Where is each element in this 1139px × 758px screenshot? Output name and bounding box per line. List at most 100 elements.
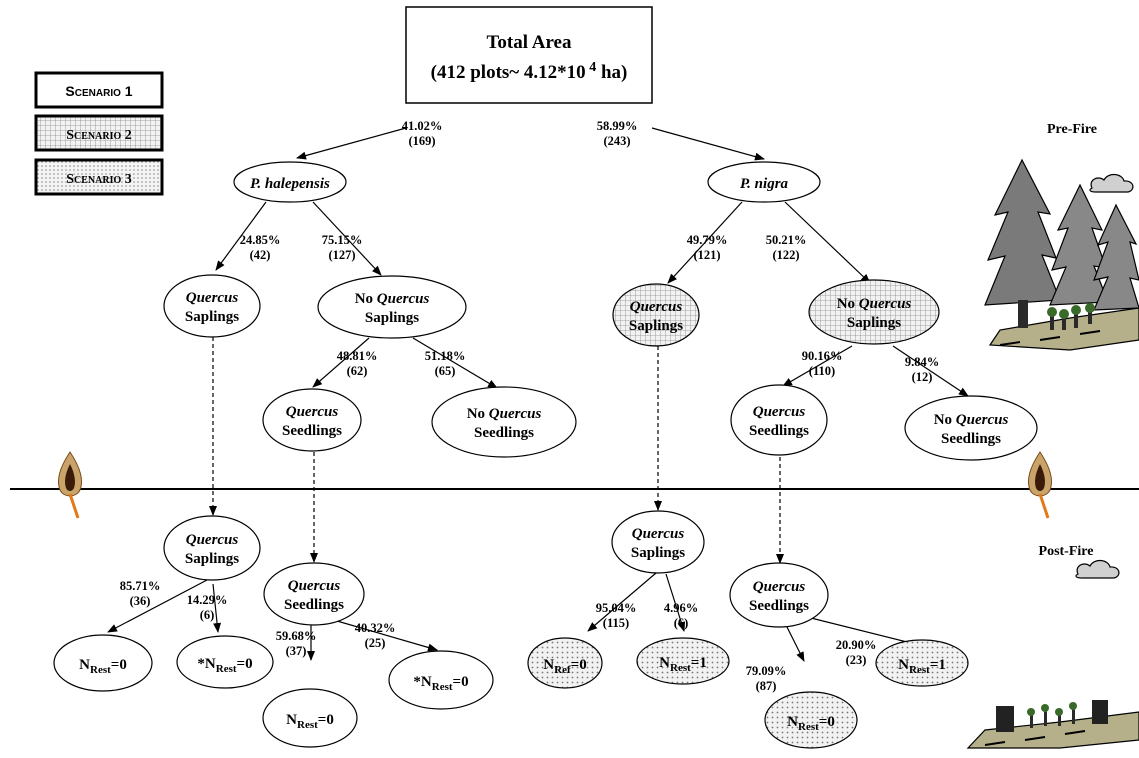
edge-count: (36)	[130, 594, 151, 608]
post-fire-label: Post-Fire	[1039, 544, 1094, 559]
legend-label: Scenario 3	[66, 172, 132, 187]
node-label: No Quercus	[355, 291, 430, 307]
edge-pct: 90.16%	[802, 349, 843, 363]
node-label: Quercus	[753, 404, 806, 420]
edge-pct: 4.96%	[664, 601, 698, 615]
node-label: No Quercus	[837, 296, 912, 312]
edge-count: (25)	[365, 636, 386, 650]
edge-labels: 41.02% (169) 58.99% (243) 24.85% (42) 75…	[120, 119, 940, 693]
edge-count: (42)	[250, 248, 271, 262]
edge-count: (65)	[435, 364, 456, 378]
leaf-label: *NRest=0	[413, 674, 468, 693]
edge-count: (110)	[809, 364, 835, 378]
post-fire-ground-icon	[966, 700, 1139, 749]
node-label: No Quercus	[467, 406, 542, 422]
node-label: Quercus	[632, 526, 685, 542]
node-label: Seedlings	[284, 597, 344, 613]
node-ph-no-quercus-seedlings: No Quercus Seedlings	[431, 386, 577, 458]
node-label: Seedlings	[282, 423, 342, 439]
node-label: Seedlings	[749, 598, 809, 614]
node-label: Seedlings	[749, 423, 809, 439]
edge-count: (115)	[603, 616, 629, 630]
edge-pct: 40.32%	[355, 621, 396, 635]
edge-count: (243)	[603, 134, 630, 148]
edge-pct: 49.79%	[687, 233, 728, 247]
node-label: Seedlings	[474, 425, 534, 441]
node-p-nigra: P. nigra	[707, 161, 821, 203]
node-post-pn-quercus-saplings: Quercus Saplings	[611, 510, 705, 574]
node-label: P. halepensis	[250, 176, 330, 192]
edge-count: (6)	[200, 608, 215, 622]
node-label: Saplings	[631, 545, 685, 561]
root-title: Total Area	[487, 32, 572, 53]
node-label: Quercus	[288, 578, 341, 594]
edge-pct: 48.81%	[337, 349, 378, 363]
leaf-label: NRest=0	[787, 714, 835, 733]
edge-count: (62)	[347, 364, 368, 378]
node-label: No Quercus	[934, 412, 1009, 428]
node-label: Saplings	[185, 309, 239, 325]
edge-pct: 20.90%	[836, 638, 877, 652]
leaf-star-n-rest-0-a: *NRest=0	[176, 635, 274, 689]
edge-count: (23)	[846, 653, 867, 667]
edge-count: (121)	[693, 248, 720, 262]
edge-pct: 95.04%	[596, 601, 637, 615]
node-ph-quercus-saplings: Quercus Saplings	[163, 274, 261, 338]
edge-pct: 24.85%	[240, 233, 281, 247]
leaf-n-rest-0-c: NRest=0	[764, 691, 858, 749]
edge-pct: 51.18%	[425, 349, 466, 363]
node-label: P. nigra	[740, 176, 789, 192]
node-post-pn-quercus-seedlings: Quercus Seedlings	[729, 562, 829, 628]
node-post-ph-quercus-seedlings: Quercus Seedlings	[263, 562, 365, 626]
legend-scenario-1: Scenario 1	[34, 71, 164, 109]
node-label: Quercus	[186, 290, 239, 306]
leaf-label: NRest=1	[898, 657, 946, 676]
legend-label: Scenario 1	[65, 83, 132, 99]
dashed-arrows	[209, 337, 784, 564]
node-pn-no-quercus-seedlings: No Quercus Seedlings	[904, 395, 1038, 461]
pre-fire-forest-icon	[984, 158, 1139, 351]
leaf-n-rest-0-b: NRest=0	[262, 688, 358, 748]
leaf-n-rest-1-b: NRest=1	[875, 639, 969, 687]
legend-scenario-2: Scenario 2	[34, 114, 164, 152]
node-label: Saplings	[365, 310, 419, 326]
node-label: Quercus	[186, 532, 239, 548]
leaf-label: NRest=0	[79, 657, 127, 676]
leaf-label: NRest=1	[659, 655, 707, 674]
leaf-n-ref-0: NRef=0	[527, 637, 603, 689]
pre-fire-label: Pre-Fire	[1047, 122, 1097, 137]
node-label: Saplings	[629, 318, 683, 334]
node-p-halepensis: P. halepensis	[233, 161, 347, 203]
cloud-icon	[1075, 559, 1120, 579]
edge-count: (87)	[756, 679, 777, 693]
legend-scenario-3: Scenario 3	[34, 158, 164, 196]
leaf-label: NRest=0	[286, 712, 334, 731]
node-label: Quercus	[753, 579, 806, 595]
leaf-star-n-rest-0-b: *NRest=0	[388, 650, 494, 710]
node-pn-quercus-seedlings: Quercus Seedlings	[730, 384, 828, 456]
edge-pct: 50.21%	[766, 233, 807, 247]
edge-count: (169)	[408, 134, 435, 148]
node-label: Quercus	[630, 299, 683, 315]
edge-pct: 41.02%	[402, 119, 443, 133]
edge-pct: 59.68%	[276, 629, 317, 643]
edge-pct: 14.29%	[187, 593, 228, 607]
fire-icon	[1027, 451, 1053, 519]
leaf-n-rest-0-a: NRest=0	[53, 634, 153, 692]
edge-pct: 58.99%	[597, 119, 638, 133]
legend: Scenario 1 Scenario 2 Scenario 3	[34, 71, 164, 196]
cloud-icon	[1089, 173, 1134, 193]
fire-icon	[57, 451, 83, 519]
edges	[107, 127, 969, 662]
edge-count: (6)	[674, 616, 689, 630]
edge-pct: 79.09%	[746, 664, 787, 678]
edge-count: (122)	[772, 248, 799, 262]
edge-pct: 75.15%	[322, 233, 363, 247]
root-node: Total Area (412 plots~ 4.12*10 4 ha)	[405, 6, 653, 104]
node-ph-no-quercus-saplings: No Quercus Saplings	[317, 275, 467, 339]
leaf-label: NRef=0	[543, 657, 586, 676]
node-post-ph-quercus-saplings: Quercus Saplings	[163, 515, 261, 581]
node-label: Seedlings	[941, 431, 1001, 447]
edge-pct: 85.71%	[120, 579, 161, 593]
edge-count: (37)	[286, 644, 307, 658]
